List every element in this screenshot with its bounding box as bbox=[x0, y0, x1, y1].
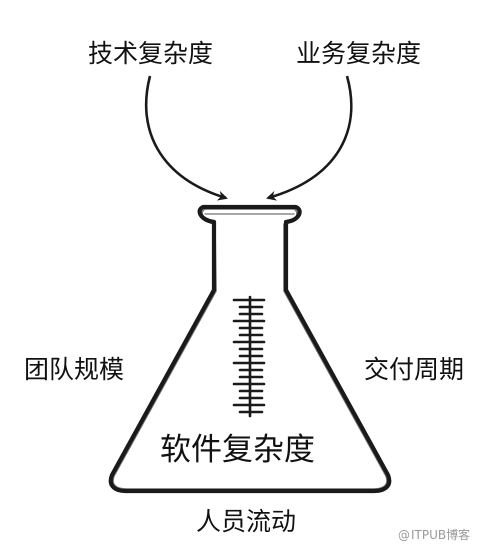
label-team-size: 团队规模 bbox=[24, 355, 125, 384]
arrow-down-right-icon bbox=[144, 75, 228, 201]
watermark-text: ITPUB博客 bbox=[411, 528, 471, 542]
label-staff-turnover: 人员流动 bbox=[196, 507, 297, 536]
label-technical-complexity: 技术复杂度 bbox=[88, 39, 214, 68]
watermark: @ITPUB博客 bbox=[398, 527, 470, 543]
flask-icon bbox=[108, 204, 392, 494]
label-delivery-cycle: 交付周期 bbox=[364, 355, 465, 384]
label-business-complexity: 业务复杂度 bbox=[296, 39, 422, 68]
measurement-scale-icon bbox=[232, 295, 266, 418]
label-software-complexity: 软件复杂度 bbox=[160, 432, 315, 468]
arrow-down-left-icon bbox=[266, 75, 353, 201]
watermark-at-icon: @ bbox=[398, 528, 410, 542]
